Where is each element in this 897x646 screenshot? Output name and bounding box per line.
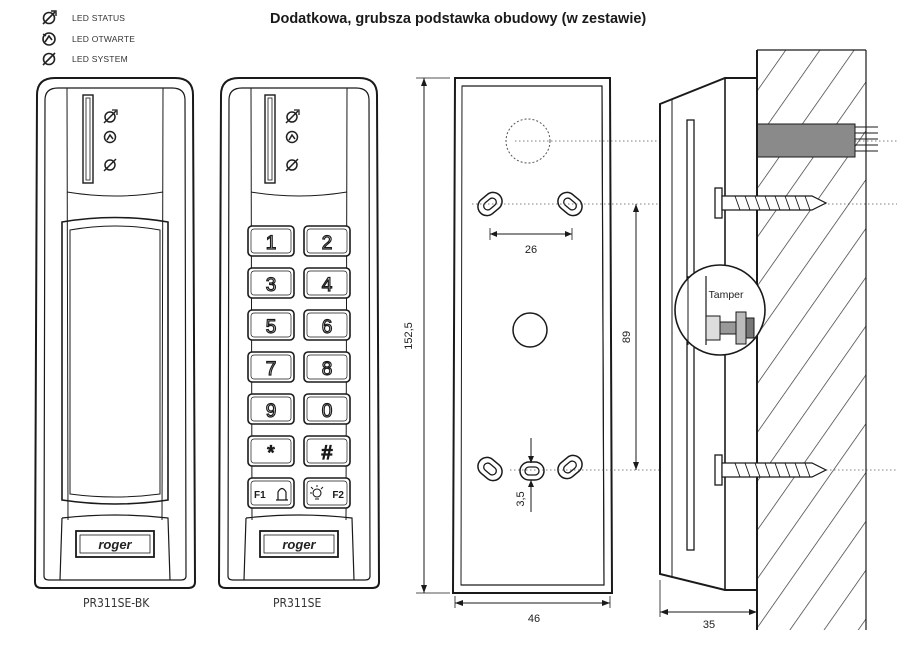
- keypad-key-f1[interactable]: F1: [247, 477, 295, 509]
- keypad-key-0[interactable]: 0: [303, 393, 351, 425]
- keypad-key-label: 4: [322, 275, 333, 296]
- keypad-key-4[interactable]: 4: [303, 267, 351, 299]
- tamper-opening: [512, 312, 548, 348]
- legend-label-status: LED STATUS: [72, 13, 126, 23]
- keypad-key-2[interactable]: 2: [303, 225, 351, 257]
- reader-pr311se-bk: roger: [33, 77, 197, 589]
- model-label-pr311se-bk: PR311SE-BK: [83, 596, 150, 610]
- legend-item-system: LED SYSTEM: [40, 50, 128, 68]
- keypad-key-label: #: [322, 443, 333, 464]
- keypad-key-label: 9: [266, 401, 277, 422]
- keypad-key-3[interactable]: 3: [247, 267, 295, 299]
- dim-width: 46: [528, 613, 540, 625]
- led-system-icon: [42, 52, 56, 66]
- reader-pr311se: 1 2 3 4 5 6 7 8 9 0 * # F1 F2 roger: [217, 77, 381, 589]
- dim-height: 152,5: [403, 322, 415, 350]
- keypad-key-1[interactable]: 1: [247, 225, 295, 257]
- mount-hole-bottom-left: [477, 456, 503, 482]
- keypad-key-label: 8: [322, 359, 333, 380]
- keypad-key-label: 3: [266, 275, 277, 296]
- side-view: Tamper 35: [659, 49, 878, 631]
- keypad-key-label: 7: [266, 359, 277, 380]
- keypad-key-label: *: [267, 443, 275, 464]
- mount-hole-bottom-center: [519, 461, 545, 481]
- keypad-key-5[interactable]: 5: [247, 309, 295, 341]
- led-open-icon: [42, 32, 56, 46]
- screw-bottom: [714, 454, 828, 486]
- keypad-key-label: F2: [332, 490, 344, 501]
- led-status-icon: [42, 10, 57, 25]
- keypad-key-7[interactable]: 7: [247, 351, 295, 383]
- keypad: 1 2 3 4 5 6 7 8 9 0 * # F1 F2: [247, 225, 351, 509]
- tamper-switch: [687, 276, 755, 345]
- legend-label-system: LED SYSTEM: [72, 54, 128, 64]
- dim-vertical-spacing: 89: [621, 331, 633, 343]
- keypad-key-9[interactable]: 9: [247, 393, 295, 425]
- keypad-key-f2[interactable]: F2: [303, 477, 351, 509]
- keypad-key-6[interactable]: 6: [303, 309, 351, 341]
- keypad-key-label: 2: [322, 233, 333, 254]
- keypad-key-label: 6: [322, 317, 333, 338]
- mount-hole-bottom-right: [557, 454, 583, 480]
- legend-label-open: LED OTWARTE: [72, 34, 136, 44]
- cable: [756, 123, 856, 158]
- reader2-brand-logo: roger: [282, 537, 316, 552]
- dim-depth: 35: [703, 619, 715, 631]
- cable-opening: [505, 118, 551, 164]
- dim-hole-spacing: 26: [525, 244, 537, 256]
- reader1-brand-logo: roger: [98, 537, 132, 552]
- dim-offset: 3,5: [515, 491, 527, 506]
- screw-top: [714, 187, 828, 219]
- back-view: 26 3,5 152,5 46 89: [403, 77, 639, 625]
- keypad-key-label: 1: [266, 233, 277, 254]
- keypad-key-label: 5: [266, 317, 277, 338]
- legend-item-open: LED OTWARTE: [40, 30, 135, 48]
- keypad-key-label: 0: [322, 401, 333, 422]
- mount-hole-top-right: [557, 191, 583, 217]
- keypad-key-label: F1: [254, 490, 266, 501]
- keypad-key-8[interactable]: 8: [303, 351, 351, 383]
- keypad-key-star[interactable]: *: [247, 435, 295, 467]
- model-label-pr311se: PR311SE: [273, 596, 322, 610]
- keypad-key-hash[interactable]: #: [303, 435, 351, 467]
- light-bulb-icon: [310, 485, 324, 500]
- page-title: Dodatkowa, grubsza podstawka obudowy (w …: [270, 11, 647, 27]
- legend-item-status: LED STATUS: [40, 9, 125, 27]
- mount-hole-top-left: [477, 191, 503, 217]
- tamper-label: Tamper: [708, 289, 744, 301]
- bell-icon: [276, 487, 288, 501]
